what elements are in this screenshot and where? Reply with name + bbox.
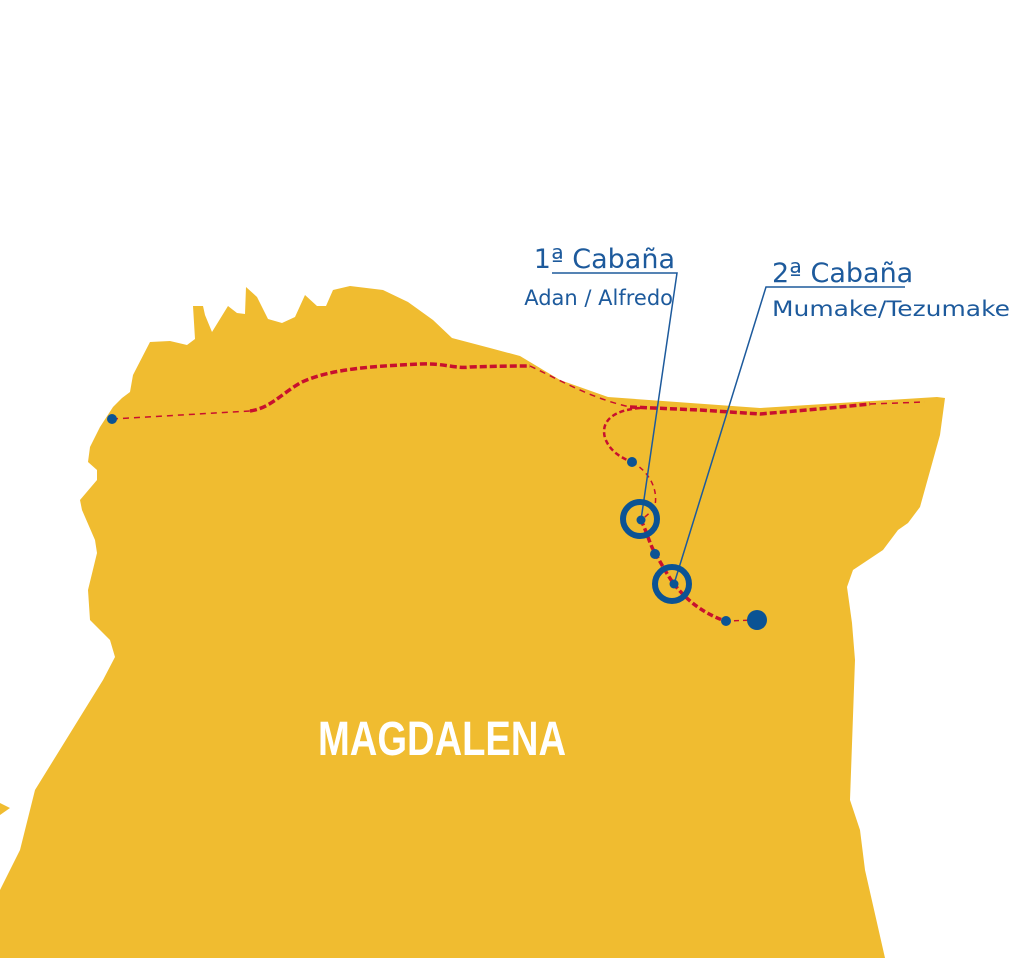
hut-2-center-dot <box>669 579 679 589</box>
hut-1-center-dot <box>636 515 646 525</box>
route-branch-loop <box>602 406 641 464</box>
land-fragment <box>0 803 10 815</box>
start-point-marker <box>107 414 117 424</box>
hut-2-ring-marker <box>652 564 692 604</box>
hut-2-names: Mumake/Tezumake <box>772 297 1010 321</box>
land-region <box>0 286 945 958</box>
hut-1-ring-marker <box>620 499 660 539</box>
route-branch-thin <box>631 461 657 521</box>
hut-1-names: Adan / Alfredo <box>524 286 673 310</box>
region-label: MAGDALENA <box>318 713 566 766</box>
end-point-marker <box>747 610 767 630</box>
hut-2-title: 2ª Cabaña <box>772 258 913 289</box>
leader-line-hut-1 <box>552 272 678 521</box>
waypoint-marker <box>650 549 660 559</box>
waypoint-marker <box>627 457 637 467</box>
waypoint-marker <box>721 616 731 626</box>
route-west-thin <box>111 410 251 420</box>
hut-1-title: 1ª Cabaña <box>534 244 675 275</box>
route-descent <box>639 519 726 623</box>
leader-line-hut-2 <box>673 286 905 585</box>
route-east-thin <box>869 401 926 405</box>
route-east <box>629 402 871 416</box>
route-main <box>249 362 531 413</box>
